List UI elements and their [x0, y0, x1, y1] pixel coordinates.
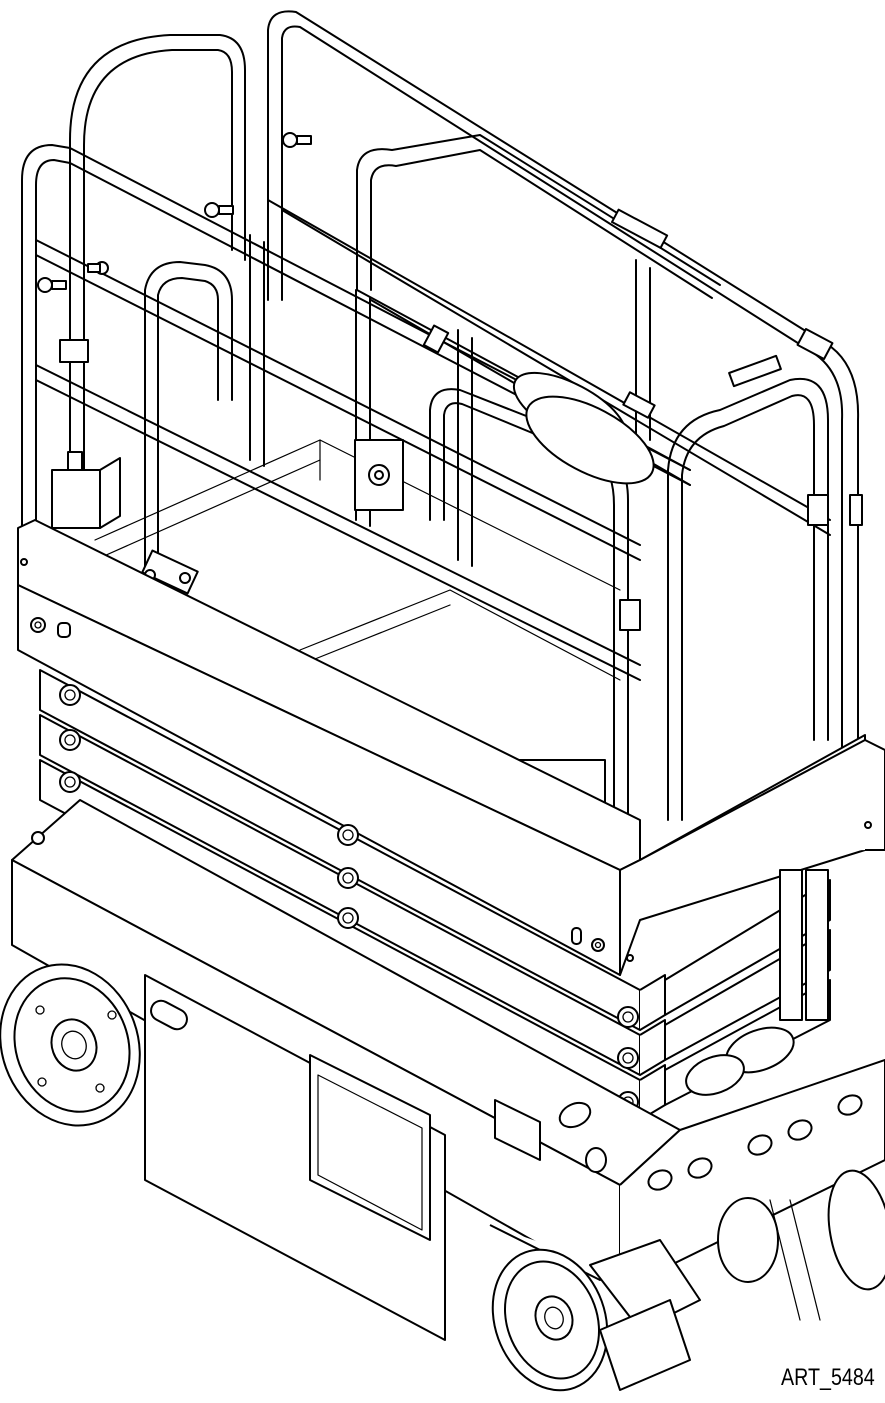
far-wheels [717, 1169, 885, 1321]
art-reference-label: ART_5484 [781, 1364, 875, 1391]
pivot-bolt-icon [59, 684, 639, 1113]
front-guardrail [21, 144, 829, 841]
chassis [11, 799, 885, 1341]
platform-kickplate [17, 519, 885, 976]
rail-pins [37, 132, 863, 631]
rear-wheel [491, 1239, 701, 1392]
front-wheel [0, 963, 141, 1127]
